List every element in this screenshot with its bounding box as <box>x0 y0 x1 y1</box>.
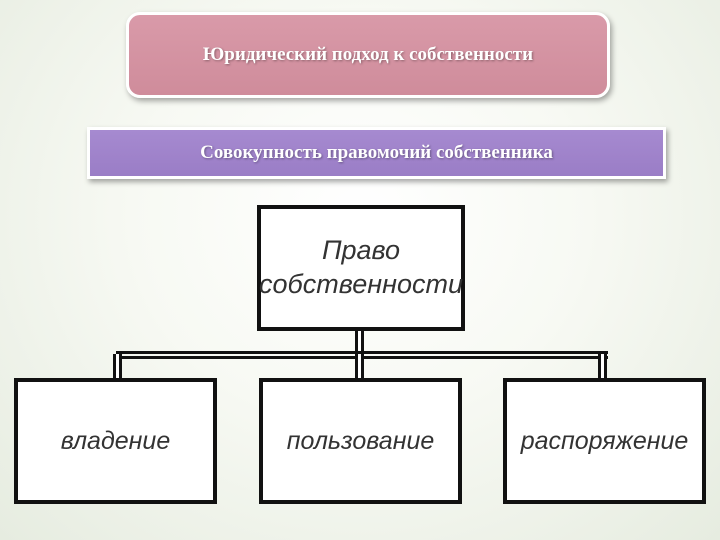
subtitle-box: Совокупность правомочий собственника <box>87 127 666 179</box>
connector-left-down <box>113 354 122 380</box>
child-label-rasporyazhenie: распоряжение <box>520 426 689 455</box>
connector-middle-down <box>355 354 364 380</box>
child-box-polzovanie: пользование <box>259 378 462 504</box>
child-label-vladenie: владение <box>60 426 171 455</box>
title-text: Юридический подход к собственности <box>202 44 534 65</box>
child-box-vladenie: владение <box>14 378 217 504</box>
child-box-rasporyazhenie: распоряжение <box>503 378 706 504</box>
title-box: Юридический подход к собственности <box>126 12 610 98</box>
root-box-pravo-sobstvennosti: Право собственности <box>257 205 465 331</box>
child-label-polzovanie: пользование <box>286 426 435 455</box>
root-label-line1: Право <box>321 235 401 266</box>
root-label-line2: собственности <box>259 269 463 299</box>
subtitle-text: Совокупность правомочий собственника <box>200 142 553 163</box>
connector-root-down <box>355 331 364 355</box>
connector-right-down <box>598 354 607 380</box>
